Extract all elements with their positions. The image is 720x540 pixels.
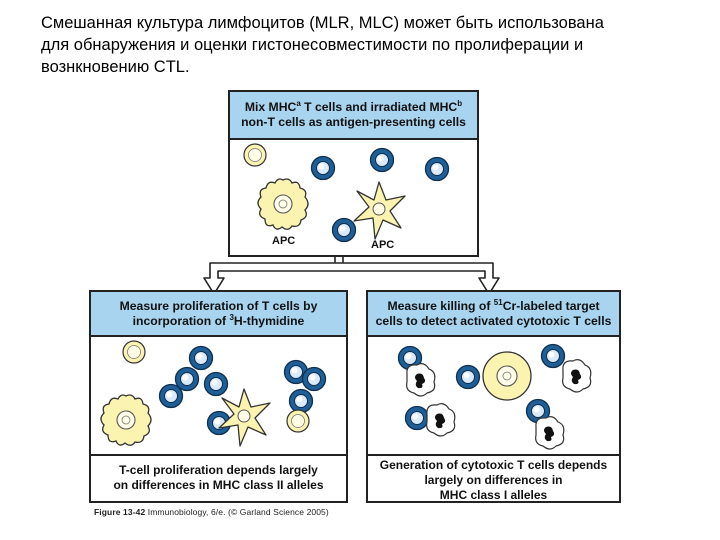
right-title-sup: 51 — [493, 297, 503, 307]
apc-label-2: APC — [371, 239, 394, 251]
left-title-sup: 3 — [229, 312, 234, 322]
top-panel: Mix MHCa T cells and irradiated MHCb non… — [228, 90, 479, 257]
t-cell — [455, 364, 481, 390]
round-apc-icon — [100, 394, 152, 446]
star-apc-icon — [353, 181, 406, 240]
dead-target-cell-icon — [535, 416, 565, 450]
right-panel-footer: Generation of cytotoxic T cells depends … — [368, 454, 619, 502]
t-cell — [203, 371, 229, 397]
t-cell — [188, 345, 214, 371]
left-title-part-b: H-thymidine — [233, 314, 305, 328]
t-cell — [331, 217, 357, 243]
left-panel-header: Measure proliferation of T cells by inco… — [91, 292, 346, 337]
round-apc-icon — [257, 178, 309, 230]
top-panel-header: Mix MHCa T cells and irradiated MHCb non… — [230, 92, 477, 140]
t-cell — [369, 147, 395, 173]
right-panel-header: Measure killing of 51Cr-labeled target c… — [368, 292, 619, 337]
right-title-part-b: Cr-labeled target — [502, 299, 600, 313]
left-panel-title-line-1: Measure proliferation of T cells by — [119, 299, 318, 313]
figure-credit: Figure 13-42 Immunobiology, 6/e. (© Garl… — [94, 507, 329, 517]
star-apc-icon — [218, 388, 271, 447]
left-panel-title-line-2: incorporation of 3H-thymidine — [91, 312, 346, 329]
intro-line-2: для обнаружения и оценки гистонесовмести… — [41, 36, 584, 54]
top-panel-title-line-1: Mix MHCa T cells and irradiated MHCb — [230, 98, 477, 115]
resting-cell — [286, 409, 310, 433]
intro-line-1: Смешанная культура лимфоцитов (MLR, MLC)… — [41, 14, 604, 32]
left-panel-footer: T-cell proliferation depends largely on … — [91, 454, 346, 501]
left-title-part-a: incorporation of — [132, 314, 230, 328]
left-panel-cells — [100, 340, 327, 447]
t-cell — [310, 155, 336, 181]
intro-text: Смешанная культура лимфоцитов (MLR, MLC)… — [41, 12, 681, 78]
top-title-part-b: T cells and irradiated MHC — [300, 100, 458, 114]
right-title-part-a: Measure killing of — [387, 299, 494, 313]
dead-target-cell-icon — [562, 359, 592, 393]
t-cell — [404, 405, 430, 431]
resting-cell — [122, 340, 146, 364]
figure-source: Immunobiology, 6/e. (© Garland Science 2… — [145, 507, 329, 517]
dead-target-cell-icon — [426, 403, 456, 437]
top-title-sup-b: b — [457, 98, 463, 108]
t-cell — [540, 343, 566, 369]
right-panel-title-line-1: Measure killing of 51Cr-labeled target — [368, 297, 619, 314]
t-cell — [288, 388, 314, 414]
target-cell-icon — [482, 351, 532, 401]
left-footer-line-1: T-cell proliferation depends largely — [119, 463, 318, 477]
left-panel: Measure proliferation of T cells by inco… — [89, 290, 348, 503]
right-panel: Measure killing of 51Cr-labeled target c… — [366, 290, 621, 503]
top-panel-cells: APC APC — [243, 143, 450, 251]
t-cell — [424, 156, 450, 182]
left-footer-line-2: on differences in MHC class II alleles — [113, 478, 324, 492]
resting-cell — [243, 143, 267, 167]
top-title-sup-a: a — [296, 98, 301, 108]
figure-number: Figure 13-42 — [94, 507, 146, 517]
right-panel-cells — [397, 343, 592, 450]
t-cell — [158, 383, 184, 409]
apc-label-1: APC — [272, 235, 295, 247]
right-footer-line-3: MHC class I alleles — [439, 488, 548, 502]
split-arrow — [203, 255, 500, 295]
t-cell — [301, 366, 327, 392]
dead-target-cell-icon — [406, 363, 436, 397]
top-panel-title-line-2: non-T cells as antigen-presenting cells — [241, 115, 466, 129]
right-footer-line-2: largely on differences in — [424, 473, 563, 487]
top-title-part-a: Mix MHC — [244, 100, 297, 114]
right-footer-line-1: Generation of cytotoxic T cells depends — [379, 458, 608, 472]
intro-line-3: вознкновению CTL. — [41, 58, 190, 76]
right-panel-title-line-2: cells to detect activated cytotoxic T ce… — [375, 314, 612, 328]
